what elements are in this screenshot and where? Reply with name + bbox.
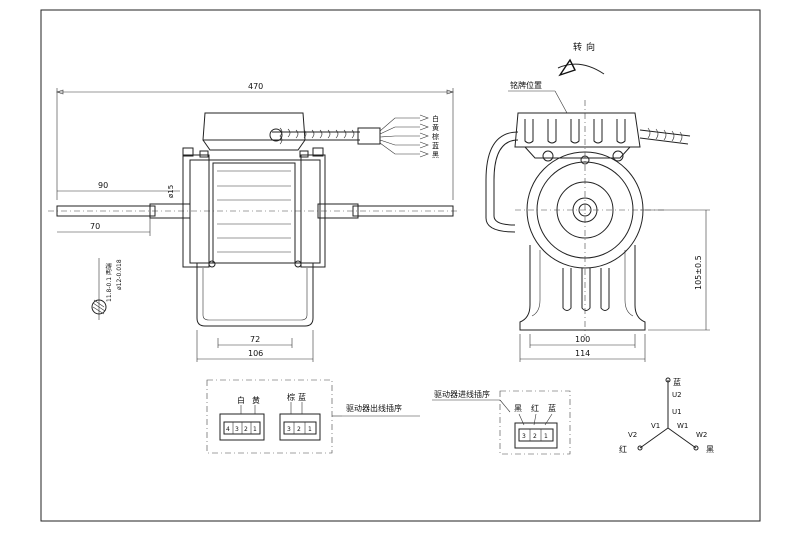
dim-shaft-dia: ø12-0.018 xyxy=(116,259,123,290)
connector-out-wire-brown: 棕 xyxy=(287,392,295,402)
dim-base-72: 72 xyxy=(250,335,260,344)
driver-in-label: 驱动器进线插序 xyxy=(434,389,490,399)
dim-shaft-70: 70 xyxy=(90,222,100,231)
connector-out-wire-blue: 蓝 xyxy=(298,392,306,402)
schematic-black: 黑 xyxy=(706,445,714,454)
schematic-u1: U1 xyxy=(672,408,682,416)
connector-out-pin: 3 xyxy=(287,426,291,433)
schematic-blue: 蓝 xyxy=(673,377,681,387)
dim-flat-note: 11.8-0.1 两端 xyxy=(105,263,113,302)
drawing-border xyxy=(40,9,761,522)
rotation-arrow-icon xyxy=(557,63,605,75)
dim-side-114: 114 xyxy=(575,349,590,358)
schematic-v2: V2 xyxy=(628,431,637,439)
connector-out-pin: 4 xyxy=(226,426,230,433)
wire-tag: 白 xyxy=(432,114,439,123)
connector-out-pin: 2 xyxy=(244,426,248,433)
connector-out-wire-white: 白 xyxy=(237,395,245,405)
connector-out-pin: 3 xyxy=(235,426,239,433)
connector-in-wire-red: 红 xyxy=(531,403,539,413)
dim-dia-15: ø15 xyxy=(167,185,175,198)
front-view: 470 90 70 ø15 ø12-0.018 11.8-0.1 两端 72 1… xyxy=(48,82,458,362)
schematic-v1: V1 xyxy=(651,422,660,430)
side-view: 转向 铭牌位置 xyxy=(485,41,710,362)
rotation-label: 转向 xyxy=(573,41,599,53)
connector-out-wire-yellow: 黄 xyxy=(252,395,260,405)
dim-center-height: 105±0.5 xyxy=(694,255,703,290)
dim-base-106: 106 xyxy=(248,349,263,358)
driver-out-label: 驱动器出线插序 xyxy=(346,403,402,413)
wire-tag: 黄 xyxy=(432,123,439,132)
dim-shaft-90: 90 xyxy=(98,181,108,190)
winding-schematic: 蓝 U2 U1 V1 W1 V2 W2 红 黑 xyxy=(619,377,714,454)
connector-in-pin: 2 xyxy=(533,433,537,440)
connector-in-pin: 1 xyxy=(544,433,548,440)
connector-out-pin: 1 xyxy=(253,426,257,433)
nameplate-label: 铭牌位置 xyxy=(510,80,542,90)
wire-tag: 蓝 xyxy=(432,141,439,150)
dim-side-100: 100 xyxy=(575,335,590,344)
schematic-w1: W1 xyxy=(677,422,688,430)
wire-tags: 白 黄 棕 蓝 黑 xyxy=(432,114,439,159)
schematic-u2: U2 xyxy=(672,391,682,399)
schematic-w2: W2 xyxy=(696,431,707,439)
connector-in-wire-blue: 蓝 xyxy=(548,403,556,413)
dim-total-length: 470 xyxy=(248,82,263,91)
schematic-red: 红 xyxy=(619,444,627,454)
connector-out-panel: 白 黄 棕 蓝 4 3 2 1 3 2 1 驱动器出线插序 xyxy=(206,379,420,454)
connector-in-pin: 3 xyxy=(522,433,526,440)
connector-in-wire-black: 黑 xyxy=(514,404,522,413)
connector-in-panel: 驱动器进线插序 黑 红 蓝 3 2 1 xyxy=(432,389,571,455)
connector-out-pin: 2 xyxy=(297,426,301,433)
wire-tag: 黑 xyxy=(432,151,439,159)
wire-tag: 棕 xyxy=(432,132,439,141)
connector-out-pin: 1 xyxy=(308,426,312,433)
